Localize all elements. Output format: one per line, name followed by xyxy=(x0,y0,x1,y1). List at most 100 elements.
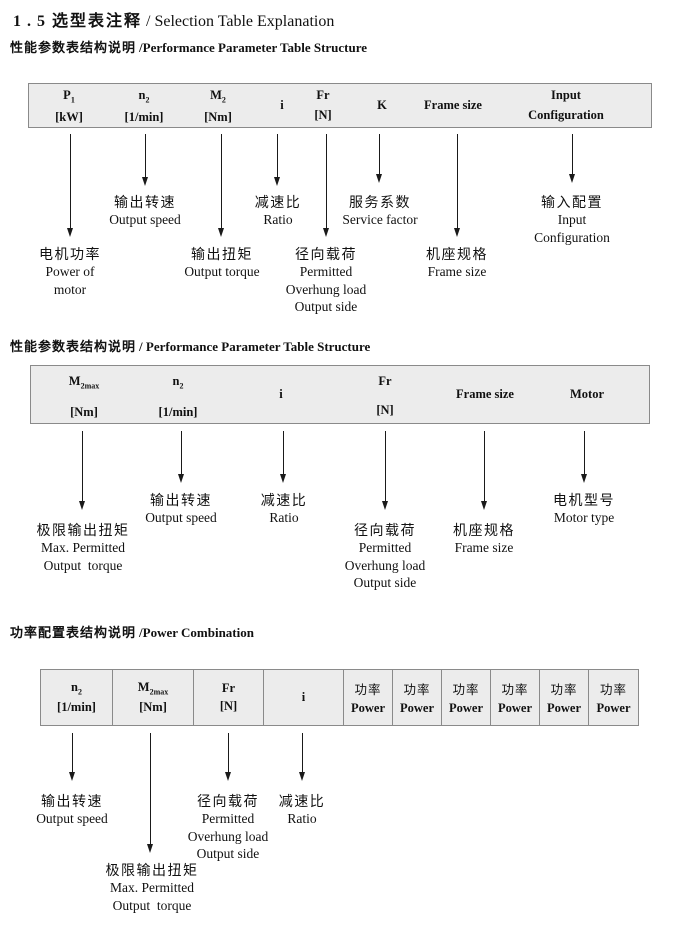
callout-en-line: Output torque xyxy=(184,264,260,279)
arrow-stem xyxy=(384,431,386,502)
callout-en-line: Output speed xyxy=(109,212,181,227)
down-arrow-icon xyxy=(322,134,330,237)
callout-zh: 极限输出扭矩 xyxy=(36,522,130,538)
cell-symbol: i xyxy=(280,98,283,113)
cell-symbol-text: n xyxy=(172,374,180,388)
arrow-head xyxy=(480,501,487,510)
down-arrow-icon xyxy=(66,134,74,237)
section-heading-zh: 功率配置表结构说明 xyxy=(10,625,137,640)
header-cell: Frame size xyxy=(424,84,482,127)
header-cell: n2[1/min] xyxy=(41,670,113,725)
callout-en-line: Configuration xyxy=(534,229,610,245)
callout-en-line: Frame size xyxy=(427,264,487,279)
arrow-stem xyxy=(483,431,485,502)
arrow-head xyxy=(298,772,305,781)
cell-label-en: Power xyxy=(448,701,483,715)
arrow-head xyxy=(68,772,75,781)
cell-label-zh: 功率 xyxy=(452,683,480,697)
cell-symbol-text: M xyxy=(137,680,150,695)
cell-symbol-text: i xyxy=(279,387,283,401)
callout-en-line: Output side xyxy=(353,575,417,590)
arrow-head xyxy=(322,228,329,237)
callout-zh: 输出扭矩 xyxy=(191,246,253,262)
callout-en-line: Permitted xyxy=(299,264,353,279)
down-arrow-icon xyxy=(480,431,488,510)
cell-unit: [N] xyxy=(314,108,332,122)
down-arrow-icon xyxy=(224,733,232,781)
down-arrow-icon xyxy=(68,733,76,781)
cell-symbol-text: Motor xyxy=(569,387,605,401)
cell-symbol: Frame size xyxy=(456,387,514,402)
header-cell: Fr [N] xyxy=(314,88,331,123)
callout-zh: 减速比 xyxy=(260,492,308,508)
callout-en-line: Permitted xyxy=(201,811,255,826)
header-cell: Fr[N] xyxy=(376,374,393,418)
section-heading-en: /Power Combination xyxy=(139,625,254,640)
header-cell: K xyxy=(377,84,387,127)
arrow-head xyxy=(177,474,184,483)
arrow-stem xyxy=(71,733,73,773)
cell-label-en: Power xyxy=(399,701,434,715)
section-heading-performance-2: 性能参数表结构说明/ Performance Parameter Table S… xyxy=(10,336,370,355)
callout-en-line: Ratio xyxy=(287,811,317,826)
callout-en-line: Output side xyxy=(294,299,358,314)
cell-unit: Configuration xyxy=(528,108,604,122)
callout-en-line: Output speed xyxy=(36,811,108,826)
arrow-head xyxy=(375,174,382,183)
cell-symbol-text: n xyxy=(138,88,146,102)
down-arrow-icon xyxy=(375,134,383,183)
header-cell: M2max[Nm] xyxy=(69,374,99,420)
down-arrow-icon xyxy=(78,431,86,510)
cell-symbol: Frame size xyxy=(424,98,482,113)
cell-unit: [N] xyxy=(219,699,238,713)
cell-symbol-text: P xyxy=(63,88,71,102)
down-arrow-icon xyxy=(273,134,281,186)
cell-symbol: i xyxy=(264,690,343,705)
cell-symbol: Fr xyxy=(194,681,263,696)
cell-symbol: Fr xyxy=(314,88,331,103)
section-heading-power-combination: 功率配置表结构说明/Power Combination xyxy=(10,622,254,641)
header-cell: P1[kW] xyxy=(55,88,83,125)
cell-symbol: n2 xyxy=(125,88,164,105)
arrow-stem xyxy=(149,733,151,845)
arrow-head xyxy=(141,177,148,186)
callout-zh: 径向载荷 xyxy=(353,522,416,538)
cell-unit: [1/min] xyxy=(124,109,164,124)
down-arrow-icon xyxy=(568,134,576,183)
section-number: 1 . 5 xyxy=(13,13,46,30)
header-cell: Fr [N] xyxy=(194,670,264,725)
callout-zh: 电机功率 xyxy=(39,246,101,262)
cell-symbol-subscript: 2 xyxy=(145,95,150,105)
cell-label-en: Power xyxy=(497,701,532,715)
callout-en-line: Input xyxy=(557,212,587,227)
section-heading-zh: 性能参数表结构说明 xyxy=(10,40,137,55)
cell-symbol: Input xyxy=(528,88,604,103)
arrow-stem xyxy=(571,134,573,175)
cell-symbol-text: i xyxy=(280,98,284,112)
arrow-head xyxy=(273,177,280,186)
down-arrow-icon xyxy=(381,431,389,510)
cell-unit: [Nm] xyxy=(139,699,167,714)
callout-en-line: Output side xyxy=(196,846,260,861)
cell-symbol: M2max xyxy=(69,374,99,391)
arrow-head xyxy=(66,228,73,237)
header-cell: 功率 Power xyxy=(442,670,491,725)
cell-symbol-text: K xyxy=(377,98,387,112)
